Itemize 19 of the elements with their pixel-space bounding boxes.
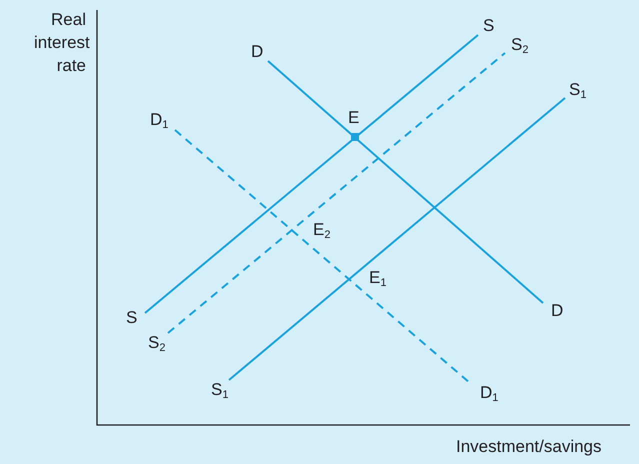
dashed-curve-line bbox=[167, 52, 506, 334]
curve-label: S$_{2}$ bbox=[148, 333, 166, 353]
curve-label: S bbox=[483, 16, 494, 36]
curve-label: S bbox=[126, 308, 138, 328]
curve-label: D bbox=[251, 42, 264, 62]
curve-label: S$_{2}$ bbox=[511, 35, 528, 55]
curve-label: D$_{1}$ bbox=[480, 383, 498, 403]
curve-label: D bbox=[551, 301, 564, 321]
curve-line bbox=[228, 97, 566, 381]
curve-label: S$_{1}$ bbox=[569, 80, 586, 100]
axis-title: Investment/savings bbox=[456, 437, 602, 457]
point-label: E$_{2}$ bbox=[313, 220, 330, 240]
point-label: E$_{1}$ bbox=[369, 268, 386, 288]
curve-label: D$_{1}$ bbox=[150, 110, 168, 130]
curve-line bbox=[144, 34, 479, 314]
point-label: E bbox=[348, 108, 360, 128]
dashed-curve-line bbox=[174, 129, 471, 384]
curve-line bbox=[267, 60, 544, 304]
curve-label: S$_{1}$ bbox=[211, 380, 228, 400]
